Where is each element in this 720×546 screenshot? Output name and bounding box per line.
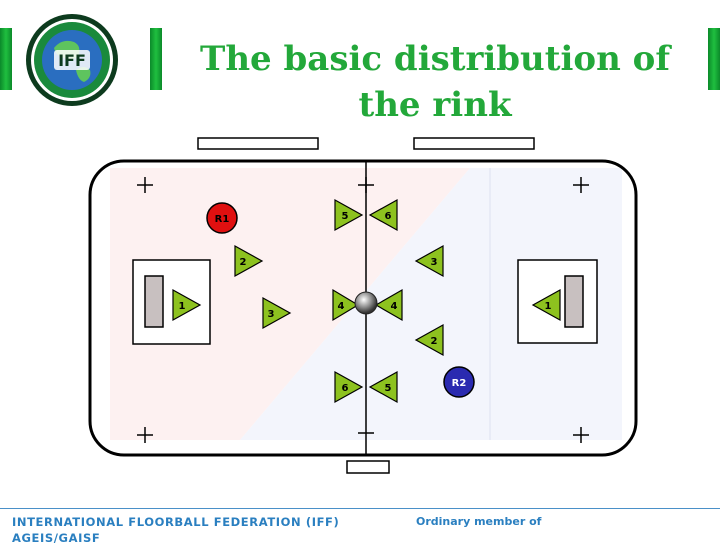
svg-text:4: 4 (391, 301, 398, 312)
footer-federation: INTERNATIONAL FLOORBALL FEDERATION (IFF)… (12, 514, 412, 546)
left-half-tint (110, 168, 470, 440)
federation-name: INTERNATIONAL FLOORBALL FEDERATION (IFF) (12, 515, 340, 529)
svg-text:5: 5 (385, 383, 392, 394)
svg-text:R1: R1 (215, 214, 230, 225)
logo-text: IFF (58, 51, 86, 70)
right-team-numbers: 1 2 3 4 5 6 (385, 211, 552, 394)
svg-text:6: 6 (385, 211, 392, 222)
right-accent-bar (708, 28, 720, 90)
iff-logo: IFF (26, 14, 118, 106)
goal-left (144, 275, 164, 328)
svg-text:1: 1 (545, 301, 552, 312)
svg-text:3: 3 (268, 309, 275, 320)
left-team-numbers: 1 2 3 4 5 6 (179, 211, 349, 394)
bench-left (197, 137, 319, 150)
left-team-players (172, 198, 364, 404)
svg-text:R2: R2 (452, 378, 467, 389)
goal-right (564, 275, 584, 328)
referee-2: R2 (443, 366, 475, 398)
svg-text:3: 3 (431, 257, 438, 268)
page-title: The basic distribution of the rink (200, 39, 670, 125)
svg-text:4: 4 (338, 301, 345, 312)
bench-right (413, 137, 535, 150)
svg-text:2: 2 (431, 336, 438, 347)
svg-text:2: 2 (240, 257, 247, 268)
right-team-players (368, 198, 561, 404)
left-accent-bar (0, 28, 12, 90)
svg-text:5: 5 (342, 211, 349, 222)
ball (354, 291, 378, 315)
footer-divider (0, 508, 720, 509)
scorer-table (346, 460, 390, 474)
referee-1: R1 (206, 202, 238, 234)
rink-boards (88, 159, 638, 457)
svg-text:1: 1 (179, 301, 186, 312)
footer-ordinary: Ordinary member of (416, 515, 542, 528)
svg-text:6: 6 (342, 383, 349, 394)
title-accent-bar (150, 28, 162, 90)
face-off-dots (137, 177, 589, 443)
agefis-text: AGEIS/GAISF (12, 531, 101, 545)
